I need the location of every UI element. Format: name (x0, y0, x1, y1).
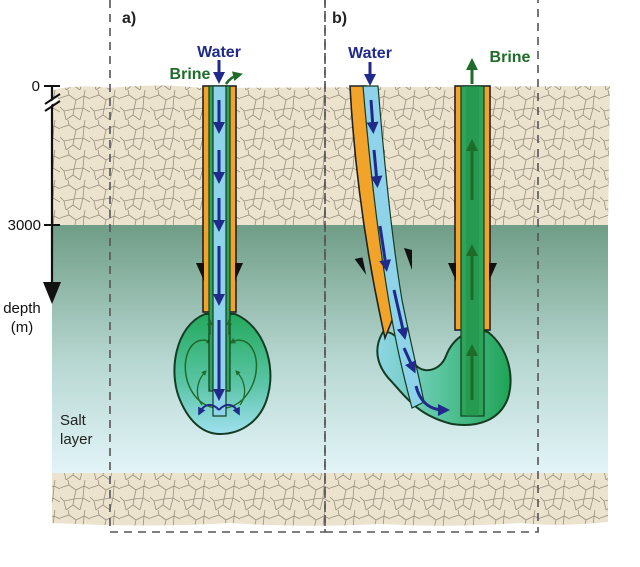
depth-axis-title: depth (3, 300, 41, 317)
depth-tick-label-0: 0 (32, 78, 40, 95)
panel-b-brine-label: Brine (490, 49, 531, 66)
salt-layer-band (52, 225, 608, 473)
depth-axis-unit: (m) (11, 319, 34, 336)
panel-b-water-label: Water (348, 45, 392, 62)
panel-a-well (173, 60, 272, 436)
panel-b-frame (324, 0, 539, 533)
lower-rock-layer (52, 473, 608, 526)
panel-b-wells (349, 58, 512, 426)
salt-layer-label-line1: Salt (60, 412, 87, 429)
panel-a-water-label: Water (197, 44, 241, 61)
axis-break-mark (44, 93, 61, 112)
depth-tick-label-3000: 3000 (8, 217, 41, 234)
panel-a-convection-left (184, 337, 216, 409)
depth-axis-arrowhead (43, 282, 61, 304)
upper-rock-layer (52, 85, 610, 225)
panel-a-brine-label: Brine (170, 66, 211, 83)
salt-layer-label-line2: layer (60, 431, 93, 448)
panel-b-label: b) (332, 10, 347, 27)
panel-a-label: a) (122, 10, 136, 27)
